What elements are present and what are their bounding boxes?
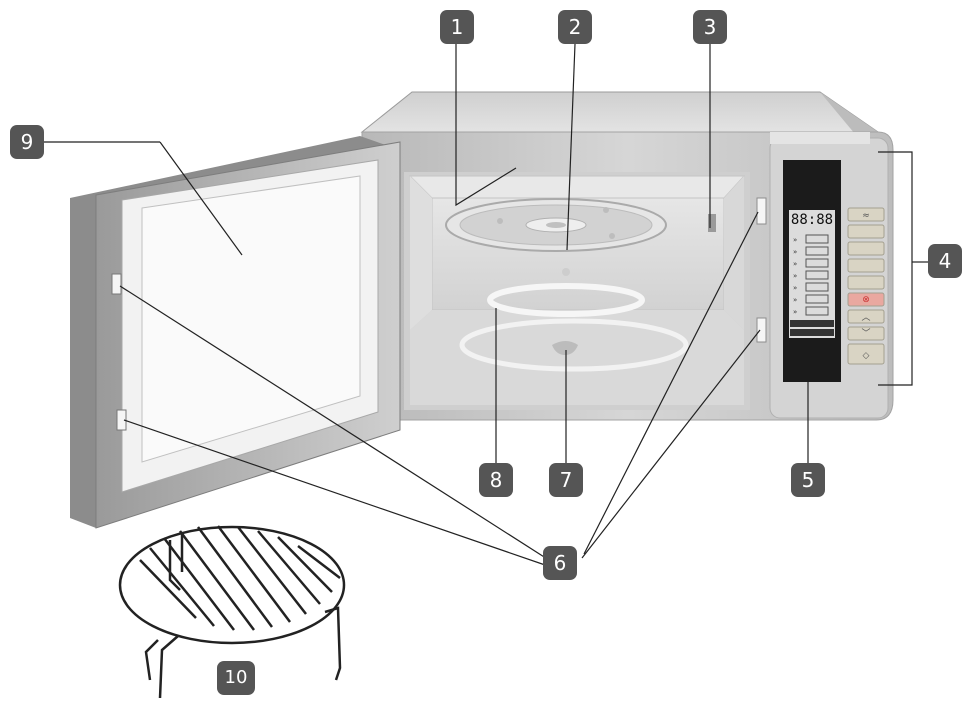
svg-text:≈: ≈ (862, 211, 870, 221)
svg-text:»: » (793, 284, 797, 292)
lcd-time-display: 88:88 (789, 212, 835, 228)
callout-10: 10 (217, 661, 255, 695)
svg-text:︿: ︿ (861, 313, 870, 323)
oven-cavity (404, 172, 750, 410)
callout-7: 7 (549, 463, 583, 497)
svg-text:»: » (793, 248, 797, 256)
oven-door (70, 136, 400, 528)
svg-text:◇: ◇ (863, 351, 870, 361)
callout-6: 6 (543, 546, 577, 580)
callout-8: 8 (479, 463, 513, 497)
svg-text:»: » (793, 296, 797, 304)
callout-3: 3 (693, 10, 727, 44)
svg-text:»: » (793, 236, 797, 244)
svg-text:»: » (793, 260, 797, 268)
svg-text:»: » (793, 308, 797, 316)
svg-text:»: » (793, 272, 797, 280)
callout-5: 5 (791, 463, 825, 497)
callout-2: 2 (558, 10, 592, 44)
callout-1: 1 (440, 10, 474, 44)
svg-text:⊗: ⊗ (862, 295, 870, 305)
callout-9: 9 (10, 125, 44, 159)
callout-4: 4 (928, 244, 962, 278)
svg-text:﹀: ﹀ (861, 328, 870, 339)
